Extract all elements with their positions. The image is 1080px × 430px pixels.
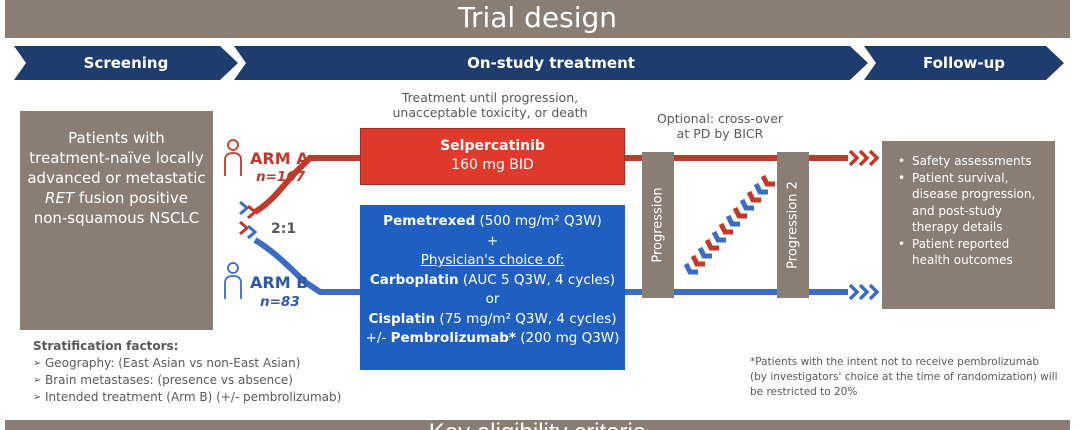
crossover-arrow	[683, 174, 775, 275]
phase-followup-label: Follow-up	[922, 54, 1006, 72]
phase-followup: Follow-up	[864, 46, 1064, 80]
stratification-item: ➢Geography: (East Asian vs non-East Asia…	[33, 356, 301, 370]
randomization-ratio: 2:1	[271, 221, 297, 237]
arm-a-label: ARM A	[250, 149, 309, 168]
phase-screening: Screening	[14, 46, 238, 80]
arm-a-treatment-box: Selpercatinib 160 mg BID	[360, 128, 625, 185]
stratification-item: ➢Brain metastases: (presence vs absence)	[33, 373, 293, 387]
arm-a-person-icon	[224, 139, 242, 176]
arm-b-n: n=83	[260, 294, 300, 310]
stratification-heading: Stratification factors:	[33, 339, 179, 353]
followup-item: Patient reported health outcomes	[896, 236, 1047, 269]
footnote: *Patients with the intent not to receive…	[750, 356, 1058, 398]
arm-a-dose: 160 mg BID	[451, 157, 534, 173]
phase-screening-label: Screening	[83, 54, 169, 72]
followup-item: Patient survival, disease progression, a…	[896, 170, 1047, 236]
stratification-item: ➢Intended treatment (Arm B) (+/- pembrol…	[33, 390, 342, 404]
progression-2-bar: Progression 2	[777, 152, 809, 298]
arm-a-drug: Selpercatinib	[440, 138, 545, 154]
arrow-bullet-icon: ➢	[33, 392, 42, 403]
stratification-factors: Stratification factors: ➢Geography: (Eas…	[33, 338, 341, 406]
phase-treatment-label: On-study treatment	[467, 54, 635, 72]
next-section-title: Key eligibility criteria	[5, 420, 1070, 430]
arm-a-n: n=167	[256, 169, 306, 185]
progression-1-bar: Progression	[642, 152, 674, 298]
crossover-note: Optional: cross-over at PD by BICR	[656, 111, 784, 141]
arm-a-flow-line	[253, 155, 362, 215]
followup-box: Safety assessments Patient survival, dis…	[882, 141, 1055, 309]
arm-b-end-arrows	[848, 283, 880, 301]
arrow-bullet-icon: ➢	[33, 375, 42, 386]
arm-b-label: ARM B	[250, 273, 309, 292]
followup-item: Safety assessments	[896, 153, 1047, 170]
treatment-duration-note: Treatment until progression, unacceptabl…	[392, 90, 588, 120]
arrow-bullet-icon: ➢	[33, 358, 42, 369]
arm-a-end-arrows	[848, 149, 880, 167]
patients-box: Patients with treatment-naïve locally ad…	[20, 111, 213, 330]
page-title: Trial design	[5, 0, 1070, 38]
arm-b-treatment-box: Pemetrexed (500 mg/m² Q3W) + Physician's…	[360, 205, 625, 370]
arm-b-person-icon	[224, 262, 242, 299]
randomization-chevrons	[239, 200, 258, 240]
phase-treatment: On-study treatment	[234, 46, 868, 80]
arm-b-flow-line	[253, 237, 362, 295]
